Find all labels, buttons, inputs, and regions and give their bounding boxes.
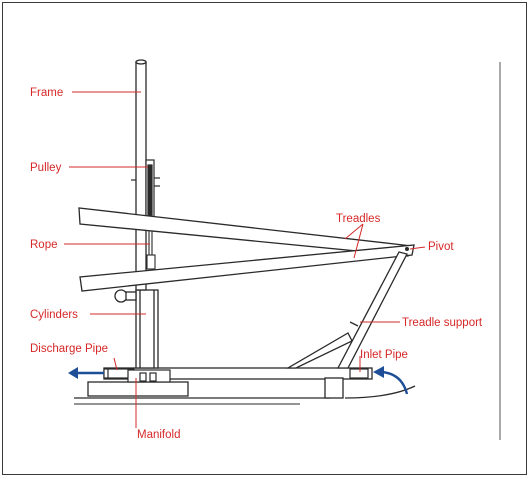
discharge-pipe-leader: [113, 357, 118, 371]
discharge-flow-arrow: [68, 367, 104, 379]
label-pulley: Pulley: [30, 162, 62, 174]
treadle-support: [285, 251, 408, 369]
pivot-point: [405, 247, 409, 251]
figure-border: [2, 2, 527, 475]
inlet-flow-arrow: [373, 366, 409, 395]
treadles-leader-2: [353, 223, 364, 259]
ground-line: [74, 385, 416, 399]
frame-post: [135, 59, 147, 291]
label-rope: Rope: [30, 239, 58, 251]
label-treadles: Treadles: [336, 213, 381, 225]
base-platform: [87, 367, 373, 399]
label-pivot: Pivot: [428, 241, 454, 253]
label-manifold: Manifold: [137, 429, 180, 441]
label-inlet-pipe: Inlet Pipe: [360, 349, 408, 361]
treadles: [78, 207, 415, 292]
pivot-leader: [409, 246, 426, 250]
label-discharge-pipe: Discharge Pipe: [30, 343, 108, 355]
leader-lines: [64, 91, 426, 428]
pulley: [131, 159, 160, 221]
inlet-pipe: [349, 368, 369, 379]
treadles-leader-1: [344, 223, 364, 240]
label-treadle-support: Treadle support: [402, 317, 483, 329]
label-frame: Frame: [30, 87, 63, 99]
cylinders: [114, 289, 159, 369]
manifold-box: [127, 369, 171, 383]
label-cylinders: Cylinders: [30, 309, 78, 321]
